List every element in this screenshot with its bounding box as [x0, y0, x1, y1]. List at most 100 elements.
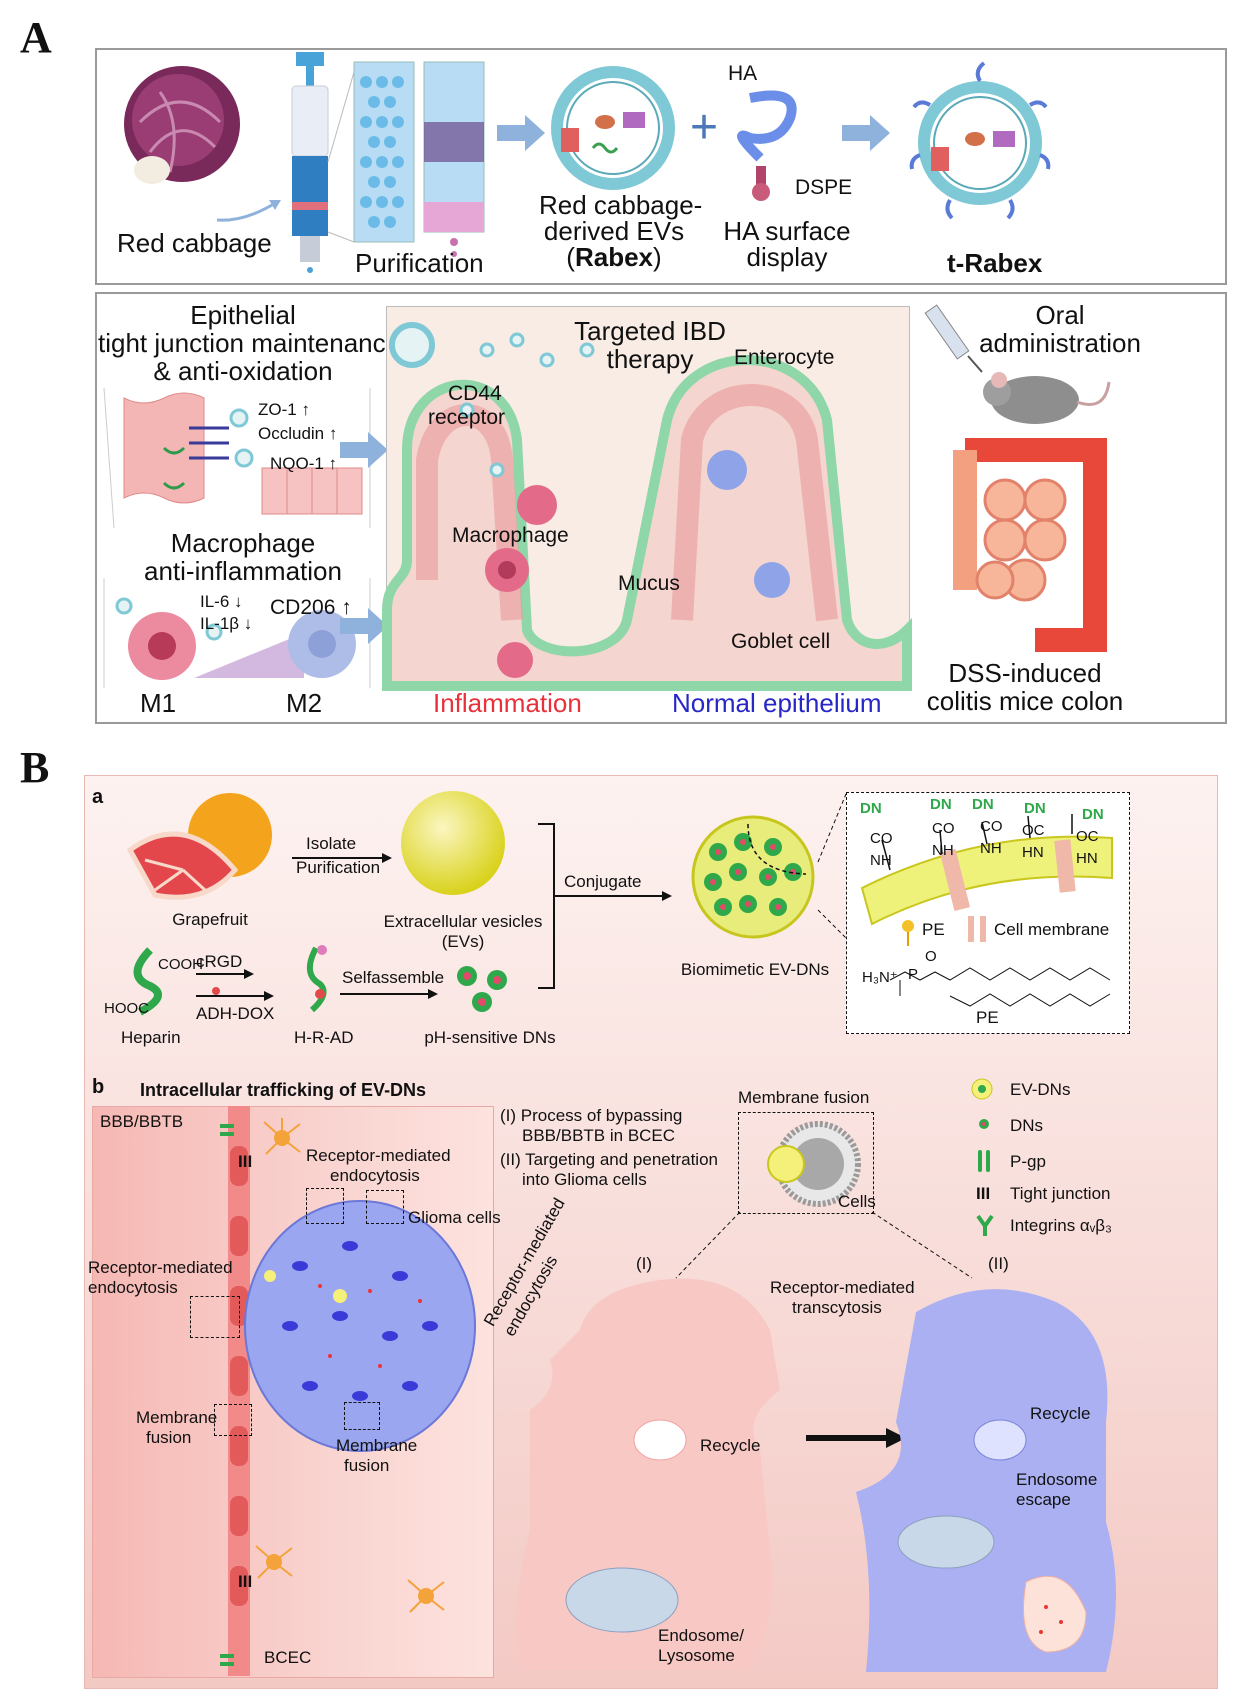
- label-roman-1: (I): [636, 1254, 653, 1273]
- label-cd44-2: receptor: [428, 406, 506, 429]
- label-pe-legend: PE: [922, 920, 945, 939]
- label-rme-left-2: endocytosis: [88, 1278, 178, 1297]
- panel-label-b: B: [20, 743, 50, 792]
- label-rme-top-2: endocytosis: [330, 1166, 420, 1185]
- tight-junction-illustration: [103, 387, 371, 529]
- mouse-illustration: [983, 372, 1111, 424]
- label-glioma-cells: Glioma cells: [408, 1208, 501, 1227]
- label-t-rabex: t-Rabex: [947, 248, 1043, 278]
- label-il1b: IL-1β ↓: [200, 614, 253, 633]
- label-ph-dns: pH-sensitive DNs: [424, 1028, 556, 1047]
- label-co-1: CO: [870, 830, 893, 847]
- label-bbb: BBB/BBTB: [100, 1112, 184, 1131]
- membrane-fusion-illustration: [767, 1121, 861, 1207]
- label-evs-2: (EVs): [441, 932, 485, 951]
- label-dn-3: DN: [972, 796, 994, 813]
- label-m1: M1: [140, 688, 177, 718]
- label-nh-2: NH: [932, 842, 954, 859]
- label-oral-1: Oral: [1035, 300, 1085, 330]
- label-endo-esc-2: escape: [1016, 1490, 1071, 1509]
- plus-sign: +: [690, 101, 719, 154]
- paren-open: (: [566, 242, 575, 272]
- label-o: O: [925, 948, 937, 965]
- label-purification: Purification: [355, 248, 484, 278]
- flow-arrow: [216, 200, 281, 222]
- bcec-cell-illustration: [516, 1278, 780, 1670]
- label-evs-line2: derived EVs: [543, 216, 685, 246]
- label-dn-5: DN: [1082, 806, 1104, 823]
- pe-legend-icon: [902, 920, 914, 946]
- flow-arrow: [842, 115, 890, 151]
- label-epithelial-3: & anti-oxidation: [153, 356, 333, 386]
- syringe-icon: [924, 304, 983, 373]
- ha-dspe-illustration: [737, 90, 797, 201]
- label-mf-mid-2: fusion: [344, 1456, 390, 1475]
- label-evs-1: Extracellular vesicles: [383, 912, 543, 931]
- label-nh-3: NH: [980, 840, 1002, 857]
- red-cabbage-illustration: [124, 66, 240, 184]
- label-ha-display-1: HA surface: [723, 216, 851, 246]
- label-endo-esc-1: Endosome: [1016, 1470, 1098, 1489]
- crgd-arrow: [196, 969, 254, 979]
- label-process-4: into Glioma cells: [522, 1170, 647, 1189]
- t-rabex-illustration: [909, 61, 1051, 220]
- legend: EV-DNs DNs P-gp III Tight junction Integ…: [968, 1076, 1168, 1246]
- membrane-inset-dash-lines: [817, 793, 847, 939]
- label-dn-1: DN: [860, 800, 882, 817]
- label-mucus: Mucus: [618, 572, 680, 595]
- ph-dns-illustration: [457, 966, 507, 1012]
- label-co-2: CO: [932, 820, 955, 837]
- label-nqo1: NQO-1 ↑: [270, 454, 338, 473]
- label-targeted-1: Targeted IBD: [574, 316, 726, 346]
- m1-m2-illustration: [103, 578, 371, 688]
- label-h3n: H₃N⁺: [862, 969, 898, 986]
- label-rmt-2: transcytosis: [792, 1298, 882, 1317]
- tight-junction-mark-1: III: [238, 1152, 253, 1171]
- label-membrane-fusion: Membrane fusion: [738, 1088, 870, 1107]
- label-oc-1: OC: [1022, 822, 1045, 839]
- astrocyte-icon: [255, 1545, 293, 1579]
- label-endo-lys-2: Lysosome: [658, 1646, 735, 1665]
- legend-label-ev-dns: EV-DNs: [1010, 1080, 1071, 1099]
- label-heparin: Heparin: [121, 1028, 181, 1047]
- label-bcec: BCEC: [264, 1648, 312, 1667]
- pgp-icon: [978, 1150, 990, 1172]
- astrocyte-icon: [263, 1118, 301, 1155]
- label-mf-mid-1: Membrane: [336, 1436, 418, 1455]
- legend-label-dns: DNs: [1010, 1116, 1044, 1135]
- label-process-3: (II) Targeting and penetration: [500, 1150, 718, 1169]
- label-m2: M2: [286, 688, 323, 718]
- label-dspe: DSPE: [795, 176, 853, 199]
- label-recycle-1: Recycle: [700, 1436, 761, 1455]
- dashed-box: [366, 1190, 404, 1224]
- dashed-box: [214, 1404, 252, 1436]
- purification-column-illustration: [291, 52, 485, 273]
- label-endo-lys-1: Endosome/: [658, 1626, 744, 1645]
- tight-junction-icon: III: [976, 1184, 991, 1203]
- biomimetic-ev-dns-illustration: [691, 815, 815, 939]
- membrane-fusion-inset: [738, 1112, 874, 1214]
- transcytosis-arrow: [806, 1428, 906, 1448]
- flow-arrow: [497, 115, 545, 151]
- flow-arrow: [340, 432, 388, 468]
- adh-dox-arrow: [196, 987, 274, 1001]
- flow-arrow: [340, 608, 388, 644]
- label-occludin: Occludin ↑: [258, 424, 338, 443]
- label-p: P: [908, 966, 919, 983]
- label-cooh: COOH: [158, 956, 203, 973]
- rabex-name: Rabex: [574, 242, 654, 272]
- astrocyte-icon: [407, 1579, 445, 1613]
- dashed-box: [344, 1402, 380, 1430]
- label-dss-2: colitis mice colon: [926, 686, 1124, 716]
- label-rmt-1: Receptor-mediated: [770, 1278, 915, 1297]
- villi-illustration: [382, 322, 912, 691]
- label-goblet: Goblet cell: [731, 630, 831, 653]
- label-mf-left-2: fusion: [146, 1428, 192, 1447]
- label-biomimetic: Biomimetic EV-DNs: [680, 960, 830, 979]
- label-conjugate: Conjugate: [564, 872, 642, 891]
- label-oc-2: OC: [1076, 828, 1099, 845]
- glioma-cell-illustration: [856, 1289, 1116, 1672]
- label-hn-1: HN: [1022, 844, 1044, 861]
- ev-sphere-icon: [401, 791, 505, 895]
- label-rme-top-1: Receptor-mediated: [306, 1146, 451, 1165]
